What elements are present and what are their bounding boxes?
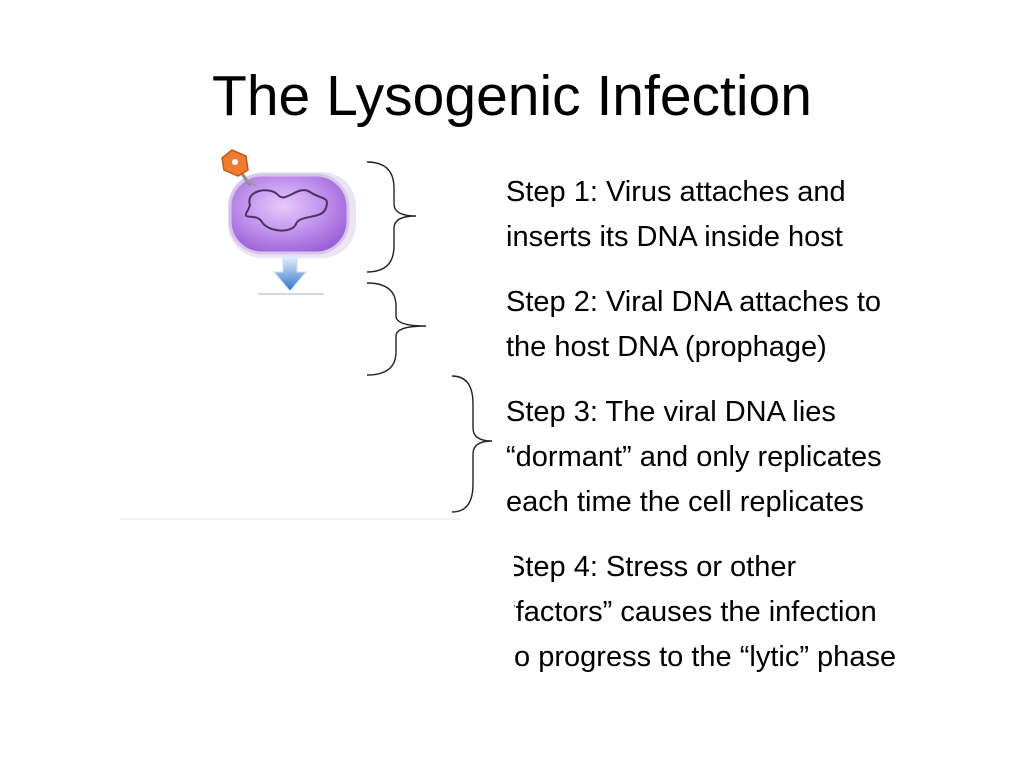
step-2-text: Step 2: Viral DNA attaches to the host D… xyxy=(506,286,882,363)
step-4-clip-mask xyxy=(502,545,514,685)
brace-step-3 xyxy=(451,375,493,513)
step-1-text: Step 1: Virus attaches and inserts its D… xyxy=(506,176,846,253)
slide-title: The Lysogenic Infection xyxy=(212,64,812,128)
down-arrow-icon xyxy=(258,255,324,295)
brace-step-2 xyxy=(366,282,427,376)
host-cell-icon xyxy=(228,172,356,258)
brace-step-1 xyxy=(366,161,417,273)
step-3-text: Step 3: The viral DNA lies “dormant” and… xyxy=(506,396,882,518)
step-4-text: Step 4: Stress or other “factors” causes… xyxy=(506,551,897,673)
virus-icon xyxy=(221,149,257,187)
viral-dna-icon xyxy=(244,189,328,232)
